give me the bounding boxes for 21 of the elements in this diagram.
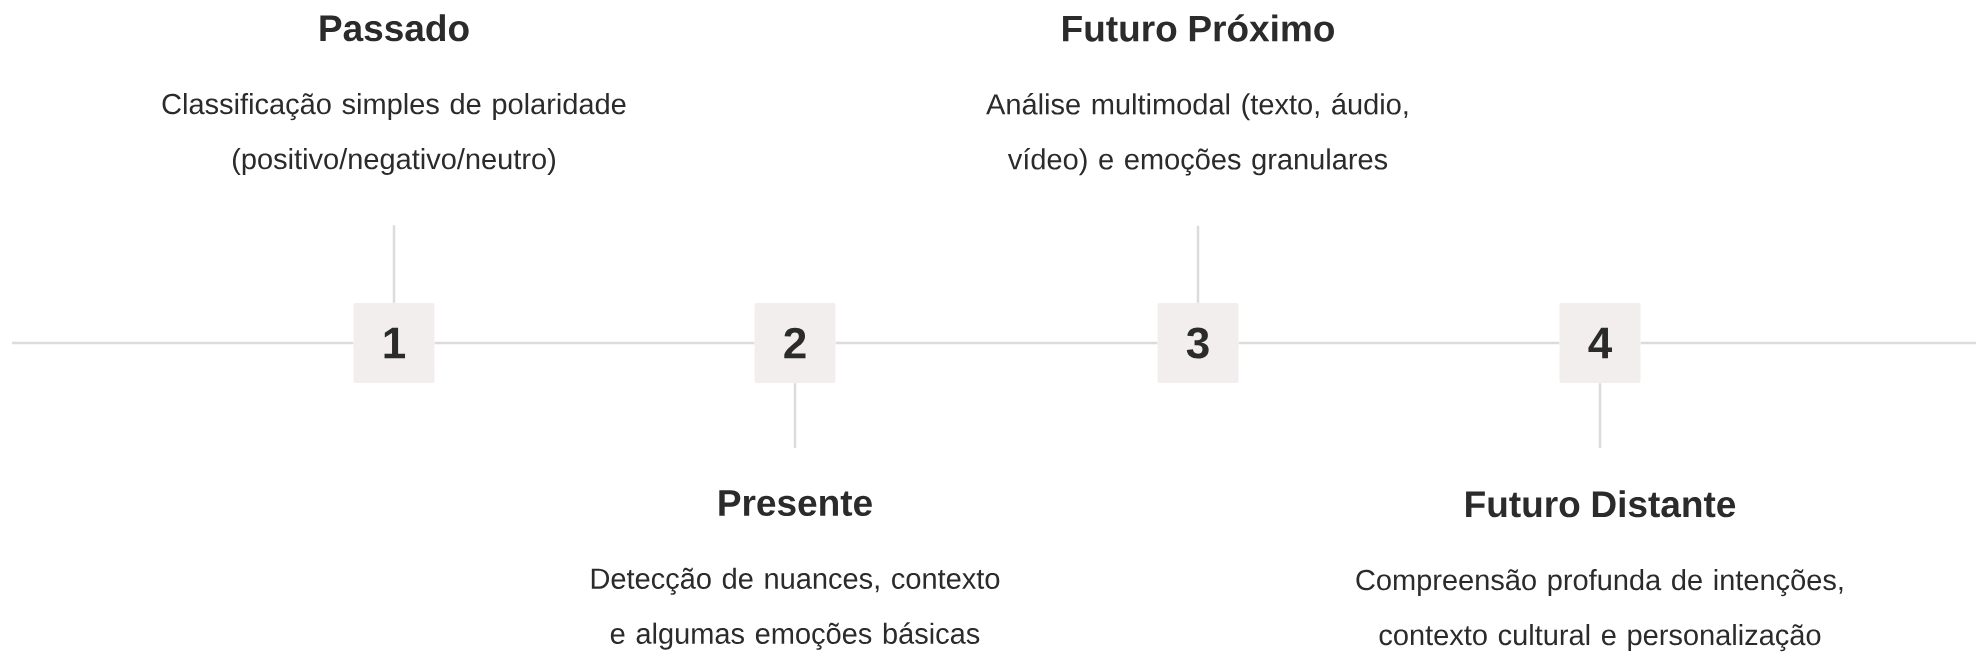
timeline-line [835,341,1158,345]
timeline-heading: Futuro Distante [1466,490,1736,518]
description-text: Detecção de nuances, contexto e algumas emoções básicas [591,567,1000,650]
timeline-heading: Futuro Próximo [1063,14,1334,42]
timeline-line [1640,341,1976,345]
number-box: 1 [353,303,435,383]
connector-line [793,383,797,448]
description-text: Compreensão profunda de intenções, contexto cultural e personalização [1356,569,1843,652]
number-box: 4 [1559,303,1641,383]
number-box: 3 [1157,303,1239,383]
timeline-line [12,341,354,345]
timeline-heading: Passado [320,14,469,42]
connector-line [1598,383,1602,448]
timeline-heading: Presente [719,490,872,516]
timeline-line [1238,341,1560,345]
connector-line [392,225,396,303]
connector-line [1196,225,1200,303]
description-text: Classificação simples de polaridade (positivo/negativo/neutro) [162,93,626,175]
timeline-line [434,341,755,345]
number-box: 2 [754,303,836,383]
description-text: Análise multimodal (texto, áudio, vídeo) e emoções granulares [986,92,1408,176]
